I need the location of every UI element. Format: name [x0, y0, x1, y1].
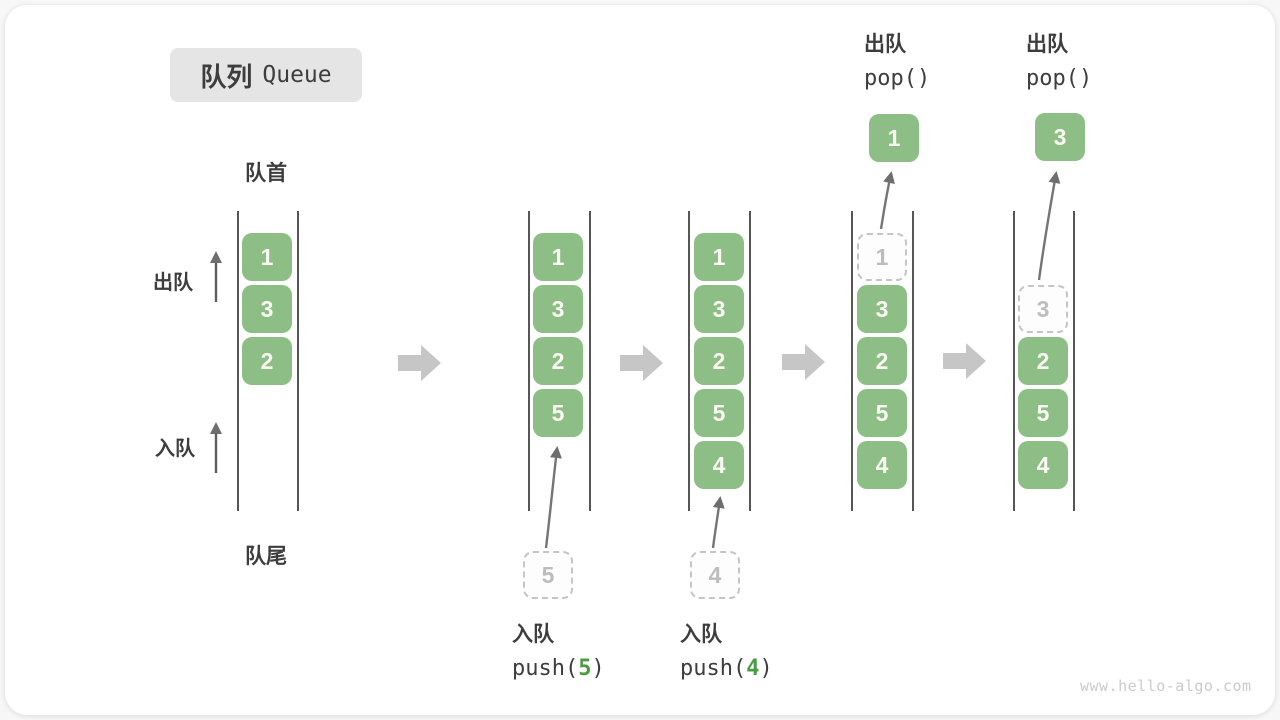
queue3-cell: 4	[694, 441, 744, 489]
queue4-rail-right	[912, 211, 914, 511]
title-zh: 队列	[200, 61, 253, 92]
queue2-rail-right	[589, 211, 591, 511]
queue2-staged-cell: 5	[523, 551, 573, 599]
queue4-ghost-cell: 1	[857, 233, 907, 281]
queue4-cell: 3	[857, 285, 907, 333]
push5-op-zh: 入队	[512, 623, 554, 646]
queue3-staged-cell: 4	[690, 551, 740, 599]
queue1-cell: 1	[242, 233, 292, 281]
queue1-cell: 2	[242, 337, 292, 385]
queue1-rail-left	[237, 211, 239, 511]
queue4-cell: 4	[857, 441, 907, 489]
queue2-rail-left	[528, 211, 530, 511]
push5-arg: 5	[578, 656, 592, 681]
queue5-cell: 4	[1018, 441, 1068, 489]
queue4-rail-left	[851, 211, 853, 511]
queue4-cell: 2	[857, 337, 907, 385]
push4-op-label: 入队 push(4)	[680, 618, 773, 686]
queue3-cell: 1	[694, 233, 744, 281]
pop2-op-code: pop()	[1026, 66, 1093, 91]
title-box: 队列 Queue	[170, 48, 362, 102]
queue5-rail-right	[1073, 211, 1075, 511]
pop2-op-label: 出队 pop()	[1026, 28, 1092, 96]
flow-arrow-icon	[398, 345, 441, 381]
queue3-cell: 3	[694, 285, 744, 333]
queue2-cell: 2	[533, 337, 583, 385]
front-label: 队首	[245, 162, 287, 185]
watermark: www.hello-algo.com	[1080, 677, 1252, 695]
push4-arg: 4	[746, 656, 760, 681]
queue4-cell: 5	[857, 389, 907, 437]
flow-arrow-icon	[620, 345, 663, 381]
queue2-cell: 5	[533, 389, 583, 437]
queue2-cell: 3	[533, 285, 583, 333]
queue2-cell: 1	[533, 233, 583, 281]
flow-arrow-icon	[943, 343, 986, 379]
queue1-rail-right	[297, 211, 299, 511]
push5-op-code: push(5)	[512, 656, 605, 681]
queue5-rail-left	[1013, 211, 1015, 511]
pop1-op-zh: 出队	[864, 33, 906, 56]
push4-op-zh: 入队	[680, 623, 722, 646]
dequeue-side-label: 出队	[153, 272, 193, 294]
queue4-popped-cell: 1	[869, 114, 919, 162]
push4-op-code: push(4)	[680, 656, 773, 681]
flow-arrow-icon	[782, 344, 825, 380]
rear-label: 队尾	[245, 545, 287, 568]
queue5-cell: 5	[1018, 389, 1068, 437]
queue5-ghost-cell: 3	[1018, 285, 1068, 333]
queue5-popped-cell: 3	[1035, 113, 1085, 161]
queue3-cell: 5	[694, 389, 744, 437]
enqueue-side-label: 入队	[155, 438, 195, 460]
queue3-rail-left	[688, 211, 690, 511]
push5-op-label: 入队 push(5)	[512, 618, 605, 686]
queue1-cell: 3	[242, 285, 292, 333]
pop1-op-code: pop()	[864, 66, 931, 91]
queue3-rail-right	[749, 211, 751, 511]
title-en: Queue	[262, 62, 332, 88]
pop2-op-zh: 出队	[1026, 33, 1068, 56]
queue3-cell: 2	[694, 337, 744, 385]
pop1-op-label: 出队 pop()	[864, 28, 930, 96]
queue5-cell: 2	[1018, 337, 1068, 385]
